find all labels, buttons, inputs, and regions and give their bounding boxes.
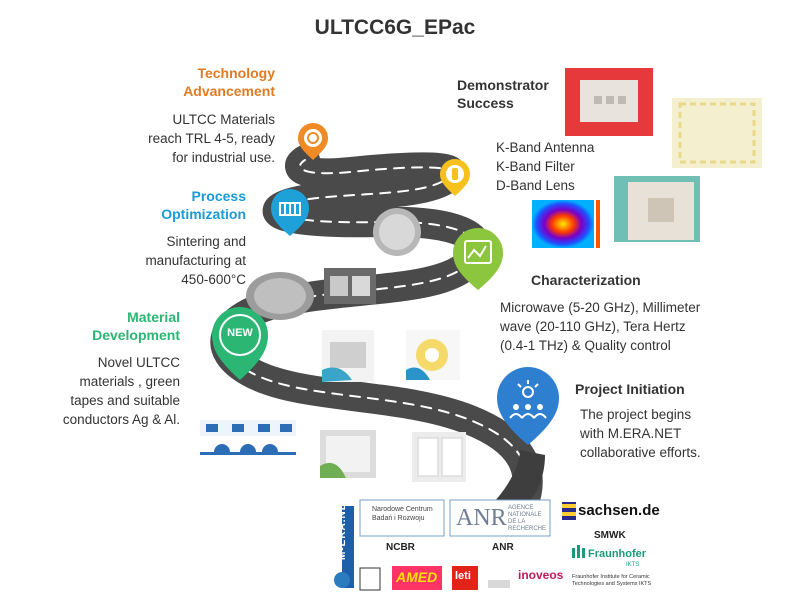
demonstrator-heading: Demonstrator Success xyxy=(457,76,549,112)
technology-text-line: reach TRL 4-5, ready xyxy=(148,131,275,146)
characterization-text: Microwave (5-20 GHz), Millimeter wave (2… xyxy=(500,298,700,355)
process-text: Sintering and manufacturing at 450-600°C xyxy=(100,232,246,289)
material-text-line: conductors Ag & Al. xyxy=(62,412,180,427)
saxony-crest xyxy=(562,502,576,520)
material-photo-sheet xyxy=(320,430,376,478)
material-photo-tapes xyxy=(412,432,466,482)
material-photo-tape-roll xyxy=(406,330,460,380)
anr-logo-line: DE LA xyxy=(508,519,526,525)
process-text-line: Sintering and xyxy=(166,234,246,249)
anr-logo-line: NATIONALE xyxy=(508,512,542,518)
initiation-text-line: collaborative efforts. xyxy=(580,445,701,460)
ncbr-caption: NCBR xyxy=(386,542,415,553)
ncbr-logo-text: Narodowe Centrum Badań i Rozwoju xyxy=(372,505,433,523)
demonstrator-text-line: D-Band Lens xyxy=(496,178,575,193)
pin-technology xyxy=(298,123,328,160)
pin-process xyxy=(271,189,309,236)
ncbr-logo-box xyxy=(359,499,445,537)
material-heading-line1: Material xyxy=(127,309,180,325)
pin-demonstrator xyxy=(440,159,470,196)
pin-material xyxy=(212,307,268,380)
demonstrator-photo-lens xyxy=(614,176,700,242)
anr-logo-text: AGENCE NATIONALE DE LA RECHERCHE xyxy=(508,505,546,533)
technology-text-line: ULTCC Materials xyxy=(172,112,275,127)
process-sample-photo xyxy=(373,208,421,256)
amed-logo-text: AMED xyxy=(396,569,438,585)
characterization-text-line: (0.4-1 THz) & Quality control xyxy=(500,338,671,353)
new-pin-label: NEW xyxy=(227,327,253,339)
process-tapes-photo xyxy=(324,268,376,304)
anr-logo-mark: ANR xyxy=(456,505,507,531)
fraunhofer-institute-text: Fraunhofer Institute for Ceramic Technol… xyxy=(572,574,651,588)
process-sem-photo xyxy=(246,272,314,320)
technology-text: ULTCC Materials reach TRL 4-5, ready for… xyxy=(100,110,275,167)
process-text-line: manufacturing at xyxy=(145,253,246,268)
fraunhofer-logo-text: Fraunhofer xyxy=(588,548,647,560)
anr-logo-line: RECHERCHE xyxy=(508,526,547,532)
leti-logo-text: leti xyxy=(455,570,471,582)
technology-heading: Technology Advancement xyxy=(120,64,275,100)
partner-logo-row xyxy=(334,566,510,591)
demonstrator-text-line: K-Band Filter xyxy=(496,159,575,174)
material-heading: Material Development xyxy=(60,308,180,344)
demonstrator-heading-line1: Demonstrator xyxy=(457,77,549,93)
technology-heading-line1: Technology xyxy=(197,65,275,81)
material-text-line: materials , green xyxy=(79,374,180,389)
page-title: ULTCC6G_EPac xyxy=(314,16,476,39)
initiation-heading: Project Initiation xyxy=(575,381,685,397)
process-heading: Process Optimization xyxy=(100,187,246,223)
mera-logo-bar xyxy=(342,506,354,588)
initiation-text: The project begins with M.ERA.NET collab… xyxy=(580,405,701,462)
process-text-line: 450-600°C xyxy=(181,272,246,287)
initiation-text-line: The project begins xyxy=(580,407,692,422)
demonstrator-photo-antenna xyxy=(565,68,653,136)
initiation-text-line: with M.ERA.NET xyxy=(580,426,682,441)
anr-caption: ANR xyxy=(492,542,514,553)
characterization-heading: Characterization xyxy=(531,272,641,288)
material-text-line: Novel ULTCC xyxy=(97,355,180,370)
ncbr-logo-line: Narodowe Centrum xyxy=(372,506,433,513)
fraunhofer-logo-mark xyxy=(572,545,585,558)
process-heading-line1: Process xyxy=(191,188,246,204)
lens-field-plot xyxy=(532,200,600,248)
fraunhofer-institute-line: Fraunhofer Institute for Ceramic xyxy=(572,574,650,580)
demonstrator-text-line: K-Band Antenna xyxy=(496,140,595,155)
saxony-logo-text: sachsen.de xyxy=(578,502,660,519)
winding-road xyxy=(210,145,543,527)
process-heading-line2: Optimization xyxy=(161,206,246,222)
material-process-diagram xyxy=(200,420,296,455)
mera-logo-text: M-ERA.NET xyxy=(337,495,348,560)
anr-logo-box xyxy=(449,499,551,537)
smwk-caption: SMWK xyxy=(594,530,626,541)
material-heading-line2: Development xyxy=(92,327,180,343)
material-photo-gloves xyxy=(322,330,374,382)
demonstrator-text: K-Band Antenna K-Band Filter D-Band Lens xyxy=(496,138,594,195)
material-text-line: tapes and suitable xyxy=(70,393,180,408)
ikts-logo-text: IKTS xyxy=(626,562,640,568)
fraunhofer-institute-line: Technologies and Systems IKTS xyxy=(572,581,652,587)
characterization-text-line: wave (20-110 GHz), Tera Hertz xyxy=(500,319,686,334)
technology-heading-line2: Advancement xyxy=(183,83,275,99)
characterization-text-line: Microwave (5-20 GHz), Millimeter xyxy=(500,300,701,315)
technology-text-line: for industrial use. xyxy=(172,150,275,165)
ncbr-logo-line: Badań i Rozwoju xyxy=(372,515,425,522)
inoveos-logo-text: inoveos xyxy=(518,568,564,582)
material-text: Novel ULTCC materials , green tapes and … xyxy=(20,353,180,429)
pin-characterization xyxy=(453,228,503,290)
pin-initiation xyxy=(497,367,559,445)
demonstrator-heading-line2: Success xyxy=(457,95,514,111)
demonstrator-photo-filter xyxy=(672,98,762,168)
anr-logo-line: AGENCE xyxy=(508,505,534,511)
